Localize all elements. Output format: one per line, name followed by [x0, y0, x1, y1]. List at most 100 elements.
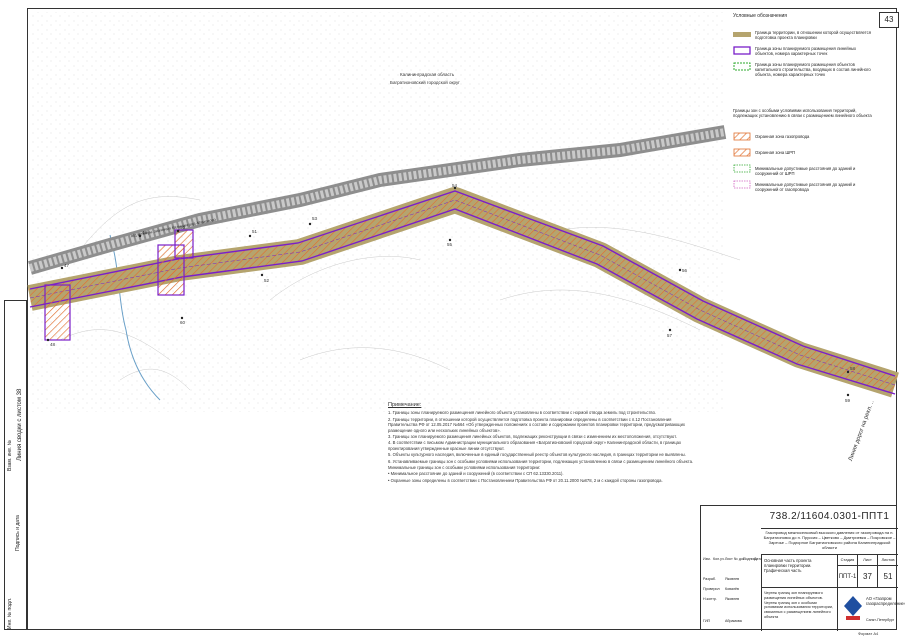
project-description: Газопровод межпоселковый высокого давлен…: [761, 528, 898, 555]
legend-label: Граница территории, в отношении которой …: [755, 30, 871, 41]
sheet-value: 37: [863, 572, 872, 581]
point-label: 59: [845, 398, 851, 403]
point-label: 48: [50, 342, 56, 347]
sheets-label: Листов: [878, 555, 898, 566]
min-dist-gas-swatch: [733, 180, 751, 189]
point-label: 60: [180, 320, 186, 325]
stage-label: Стадия: [838, 555, 857, 566]
point-label: 50: [180, 225, 186, 230]
legend-title: Условные обозначения: [733, 13, 788, 19]
note-paragraph: • Минимальное расстояние до зданий и соо…: [388, 471, 564, 477]
contour-lines: [59, 196, 741, 391]
signature-grid: Изм. Кол.уч. Лист № док. Подпись Дата Ра…: [701, 555, 762, 631]
stage-value: ППТ-1: [838, 574, 857, 580]
drawing-title: Чертеж границ зон планируемого размещени…: [761, 588, 838, 631]
note-paragraph: • Охранные зоны определены в соответстви…: [388, 477, 663, 483]
head-cell: Дата: [754, 557, 762, 561]
min-dist-shrp-swatch: [733, 164, 751, 173]
legend-label: Охранная зона газопровода: [755, 134, 810, 139]
head-cell: № док.: [734, 557, 746, 561]
head-cell: Кол.уч.: [713, 557, 725, 561]
stage-cell: Стадия ППТ-1: [838, 555, 858, 588]
crossing-blocks: [44, 229, 194, 341]
district-label: Багратионовский городской округ: [390, 80, 460, 85]
point-label: 47: [64, 263, 70, 268]
role-cell: Н.контр.: [703, 597, 717, 601]
name-cell: Яковлев: [725, 577, 740, 581]
stamp-label: Линия сводки с листом 38: [17, 388, 23, 461]
legend-label: Минимальные допустимые расстояния до зда…: [755, 182, 856, 193]
name-cell: Яковлев: [725, 597, 740, 601]
drawing-frame: [27, 8, 897, 630]
legend-item: Граница территории, в отношении которой …: [733, 30, 878, 44]
document-code: 738.2/11604.0301-ППТ1: [761, 506, 898, 529]
head-cell: Подпись: [743, 557, 758, 561]
stamp-label: Подпись и дата: [15, 515, 21, 551]
legend-label: Охранная зона ШРП: [755, 150, 795, 155]
legend-label: Минимальные допустимые расстояния до зда…: [755, 166, 856, 177]
sheet-number: 43: [879, 12, 899, 28]
point-label: 56: [682, 268, 688, 273]
point-label: 51: [252, 229, 258, 234]
gro-zone-swatch: [733, 148, 751, 157]
role-cell: Разраб.: [703, 577, 716, 581]
side-stamp: Инв. № подл. Подпись и дата Взам. инв. №…: [4, 300, 27, 630]
note-paragraph: Минимальные границы зон с особыми услови…: [388, 465, 541, 471]
organization: АО «Газпром газораспределение» Санкт-Пет…: [838, 588, 905, 631]
legend-item: Охранная зона ШРП: [733, 148, 878, 158]
legend-group-title: Границы зон с особыми условиями использо…: [733, 108, 872, 119]
point-label: 52: [264, 278, 270, 283]
point-label: 53: [312, 216, 318, 221]
sheets-cell: Листов 51: [878, 555, 898, 588]
name-cell: Абрамова: [725, 619, 742, 623]
note-paragraph: 6. Устанавливаемые границы зон с особыми…: [388, 458, 694, 464]
point-label: 49: [142, 230, 148, 235]
note-paragraph: 1. Границы зоны планируемого размещения …: [388, 410, 657, 416]
company-logo-icon: [844, 596, 862, 620]
legend-item: Минимальные допустимые расстояния до зда…: [733, 180, 878, 193]
legend-item: Охранная зона газопровода: [733, 132, 878, 142]
stamp-label: Инв. № подл.: [7, 597, 13, 629]
note-paragraph: 2. Границы территории, в отношении котор…: [388, 416, 686, 433]
name-cell: Ковалёв: [725, 587, 739, 591]
section-title: Основная часть проекта планировки террит…: [761, 555, 838, 588]
sheets-value: 51: [883, 572, 893, 581]
legend-label: Граница зоны планируемого размещения лин…: [755, 46, 857, 57]
point-label: 57: [667, 333, 673, 338]
sheet-cell: Лист 37: [858, 555, 878, 588]
terrain-area: [30, 12, 725, 412]
stream: [109, 234, 161, 401]
notes-title: Примечание:: [388, 402, 422, 408]
pipeline: [29, 199, 896, 386]
point-label: 54: [452, 183, 458, 188]
head-cell: Изм.: [703, 557, 711, 561]
legend-item: Минимальные допустимые расстояния до зда…: [733, 164, 878, 177]
point-label: 55: [447, 242, 453, 247]
note-paragraph: 5. Объекты культурного наследия, включен…: [388, 452, 686, 458]
notes-block: Примечание: 1. Границы зоны планируемого…: [388, 402, 698, 484]
note-paragraph: 3. Границы зон планируемого размещения л…: [388, 434, 677, 440]
placement-zone-bottom: [29, 208, 896, 395]
placement-swatch: [733, 46, 751, 55]
legend-item: Граница зоны планируемого размещения лин…: [733, 46, 878, 60]
temp-zone-swatch: [733, 62, 751, 71]
map-legend: Условные обозначения Граница территории,…: [733, 13, 878, 192]
role-cell: Проверил: [703, 587, 720, 591]
point-label: 58: [850, 366, 856, 371]
org-name: АО «Газпром газораспределение»: [866, 596, 905, 606]
region-label: Калининградская область: [400, 72, 455, 77]
placement-zone-top: [29, 190, 896, 377]
title-block: 738.2/11604.0301-ППТ1 Газопровод межпосе…: [700, 505, 905, 631]
protection-zone-swatch: [733, 132, 751, 141]
role-cell: ГИП: [703, 619, 711, 623]
org-city: Санкт-Петербург: [866, 618, 895, 622]
format-label: Формат А4: [858, 631, 879, 636]
note-paragraph: 4. В соответствии с письмом Администраци…: [388, 440, 682, 451]
legend-label: Граница зоны планируемого размещения объ…: [755, 62, 871, 78]
stamp-label: Взам. инв. №: [7, 440, 13, 471]
head-cell: Лист: [725, 557, 733, 561]
territory-swatch: [733, 32, 751, 37]
sheet-label: Лист: [858, 555, 877, 566]
